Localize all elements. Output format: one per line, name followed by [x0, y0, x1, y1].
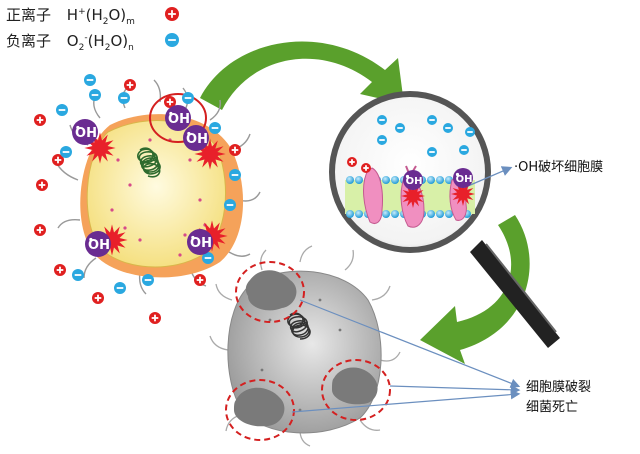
focus-circle: [149, 93, 207, 143]
negative-ion-icon: [118, 92, 130, 104]
rupture-circle-right: [321, 359, 391, 421]
bacterium-dna: [137, 147, 161, 178]
positive-ion-icon: [149, 312, 161, 324]
rupture-circle-left: [225, 379, 295, 441]
negative-ion-icon: [395, 123, 405, 133]
negative-ion-icon: [224, 199, 236, 211]
rupture-pointer-3: [291, 389, 521, 413]
hydroxyl-radical-label: OH: [186, 132, 208, 147]
rupture-pointer-1: [299, 299, 521, 388]
rupture-blob-right: [332, 367, 378, 405]
membrane-protein-left: [363, 167, 383, 224]
dead-bacterium: [209, 245, 521, 447]
magnifier-handle: [470, 240, 560, 348]
positive-ion-icon: [361, 163, 371, 173]
hydroxyl-radical-icon: OH: [85, 231, 111, 257]
negative-ion-icon: [72, 269, 84, 281]
hydroxyl-radical-label: OH: [168, 112, 190, 127]
hydroxyl-radical-icon: OH: [187, 229, 213, 255]
positive-ion-icon: [194, 274, 206, 286]
flow-arrow-bottom: [420, 215, 530, 364]
positive-ion-icon: [52, 154, 64, 166]
dead-bacterium-dna: [287, 312, 311, 340]
negative-ion-label: 负离子: [6, 32, 52, 50]
positive-ion-formula: H+(H2O)m: [66, 6, 135, 27]
positive-ion-icon: [54, 264, 66, 276]
negative-ion-icon: [84, 74, 96, 86]
dead-bacterium-granules: [260, 298, 347, 412]
negative-ion-icon: [229, 169, 241, 181]
negative-ion-icon: [427, 115, 437, 125]
negative-ion-icon: [443, 123, 453, 133]
hydroxyl-radical-label: OH: [456, 174, 473, 185]
membrane-damage-label: ·OH破坏细胞膜: [514, 160, 604, 175]
negative-ion-icon: [377, 135, 387, 145]
negative-ion-icon: [209, 122, 221, 134]
negative-ion-icon: [202, 252, 214, 264]
positive-ion-icon: [347, 157, 357, 167]
negative-ion-icon: [142, 274, 154, 286]
damage-burst-icon: [451, 182, 475, 206]
hydroxyl-radical-label: OH: [75, 126, 97, 141]
negative-ion-icon: [60, 146, 72, 158]
rupture-label-line1: 细胞膜破裂: [526, 380, 592, 395]
negative-ion-icon: [459, 145, 469, 155]
hydroxyl-radical-icon: OH: [183, 125, 209, 151]
negative-ion-icon: [165, 33, 179, 47]
rupture-blob-left: [234, 387, 285, 427]
negative-ion-icon: [427, 147, 437, 157]
damage-burst-icon: [96, 224, 128, 256]
negative-ion-icon: [465, 127, 475, 137]
negative-ion-icon: [377, 115, 387, 125]
hydroxyl-radical-icon: OH: [453, 168, 473, 188]
negative-ion-icon: [114, 282, 126, 294]
positive-ion-icon: [36, 179, 48, 191]
damage-burst-icon: [194, 138, 226, 170]
legend-negative: 负离子 O2-(H2O)n: [6, 30, 134, 53]
rupture-circle-top: [235, 261, 305, 323]
flow-arrow-top: [200, 41, 404, 110]
negative-ion-icon: [182, 92, 194, 104]
rupture-label-line2: 细菌死亡: [526, 400, 579, 415]
hydroxyl-radical-icon: OH: [165, 105, 191, 131]
damage-burst-icon: [196, 220, 228, 252]
positive-ion-label: 正离子: [6, 6, 52, 24]
membrane-label-pointer: [467, 166, 513, 187]
hydroxyl-radical-label: OH: [88, 238, 110, 253]
dead-bacterium-flagella: [209, 245, 401, 447]
live-bacterium: [55, 79, 261, 295]
positive-ion-icon: [165, 7, 179, 21]
hydroxyl-radical-label: OH: [406, 176, 423, 187]
negative-ion-formula: O2-(H2O)n: [66, 32, 134, 53]
rupture-pointer-2: [389, 384, 521, 395]
hydroxyl-radical-icon: OH: [403, 170, 423, 190]
positive-ion-icon: [229, 144, 241, 156]
negative-ion-icon: [56, 104, 68, 116]
positive-ion-icon: [34, 114, 46, 126]
rupture-blob-top: [245, 270, 297, 311]
positive-ion-icon: [34, 224, 46, 236]
hydroxyl-radical-icon: OH: [72, 119, 98, 145]
negative-ion-icon: [89, 89, 101, 101]
legend-positive: 正离子 H+(H2O)m: [6, 4, 135, 27]
positive-ion-icon: [124, 79, 136, 91]
hydroxyl-radical-label: OH: [190, 236, 212, 251]
damage-burst-icon: [401, 184, 425, 208]
positive-ion-icon: [92, 292, 104, 304]
positive-ion-icon: [164, 96, 176, 108]
damage-burst-icon: [84, 132, 116, 164]
